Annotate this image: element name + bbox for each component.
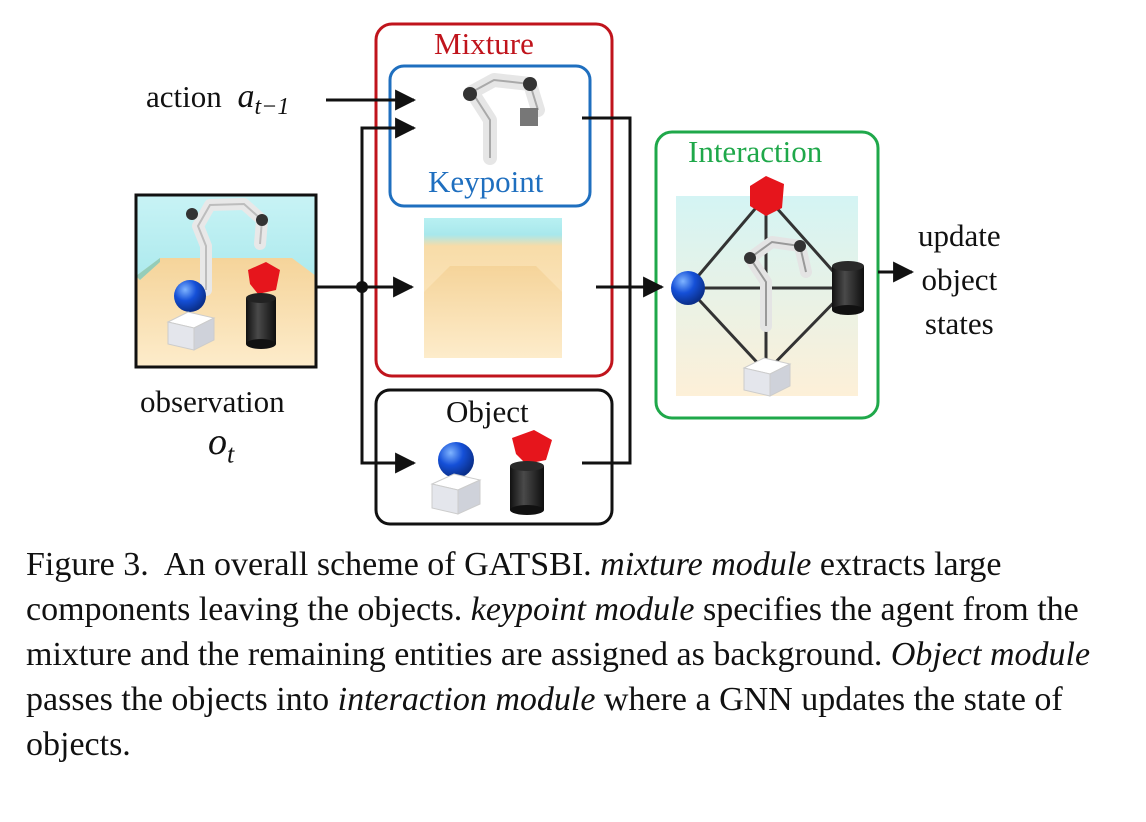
black-cylinder-icon <box>246 293 276 349</box>
observation-image <box>134 193 318 369</box>
junction-dot <box>356 281 368 293</box>
caption-object-desc: passes the objects into <box>26 681 330 718</box>
observation-subscript: t <box>227 439 235 469</box>
blue-ball-icon <box>174 280 206 312</box>
caption-object-module: Object module <box>890 636 1091 673</box>
caption-figure-number: Figure 3. <box>26 546 149 583</box>
caption-interaction-desc: where a GNN updates the state of objects… <box>26 681 1063 763</box>
red-cube-icon <box>248 262 280 294</box>
interaction-red-cube-icon <box>750 176 784 216</box>
object-red-cube-icon <box>512 430 552 464</box>
action-subscript: t−1 <box>254 94 290 121</box>
object-title: Object <box>446 394 529 429</box>
output-label: update object states <box>918 214 1001 346</box>
diagram-canvas <box>134 22 915 526</box>
interaction-white-cube-icon <box>742 357 792 397</box>
keypoint-robot-arm-icon <box>463 73 545 165</box>
observation-label: observation <box>140 384 285 419</box>
caption-sentence-1: An overall scheme of GATSBI. <box>163 546 592 583</box>
observation-to-object-arrow <box>360 287 417 474</box>
caption-keypoint-desc: specifies the agent from the mixture and… <box>26 591 1079 673</box>
object-output-line <box>582 287 632 465</box>
observation-symbol: o <box>208 421 227 463</box>
figure-caption: Figure 3. An overall scheme of GATSBI. m… <box>26 542 1126 767</box>
interaction-title: Interaction <box>688 134 823 169</box>
observation-frame <box>134 193 318 369</box>
object-blue-ball-icon <box>438 442 474 478</box>
caption-keypoint-module: keypoint module <box>470 591 695 628</box>
output-line-1: update <box>918 218 1001 253</box>
mixture-background-image <box>424 218 562 358</box>
object-module-box <box>374 388 614 526</box>
observation-to-keypoint-arrow <box>360 117 417 287</box>
interaction-robot-arm-icon <box>744 236 812 332</box>
interaction-black-cylinder-icon <box>832 261 864 315</box>
mixture-title: Mixture <box>434 26 534 61</box>
output-line-3: states <box>924 306 994 341</box>
white-cube-icon <box>166 311 216 351</box>
caption-mixture-module: mixture module <box>600 546 812 583</box>
caption-interaction-module: interaction module <box>337 681 596 718</box>
output-line-2: object <box>921 262 998 297</box>
keypoint-module-box <box>388 64 592 208</box>
interaction-blue-ball-icon <box>671 271 705 305</box>
keypoint-output-line <box>582 116 632 287</box>
interaction-module-box <box>654 130 880 420</box>
keypoint-title: Keypoint <box>428 164 544 199</box>
object-black-cylinder-icon <box>510 461 544 515</box>
mixture-module-box <box>374 22 614 378</box>
gatsbi-diagram: action at−1 observation ot Mixture Keypo… <box>134 22 1001 526</box>
robot-arm-icon <box>186 198 268 296</box>
object-white-cube-icon <box>430 473 482 515</box>
action-label: action at−1 <box>146 78 289 121</box>
action-symbol: a <box>237 78 255 115</box>
caption-mixture-desc: extracts large components leaving the ob… <box>26 546 1002 628</box>
action-text: action <box>146 79 222 114</box>
observation-symbol-group: ot <box>208 420 234 470</box>
